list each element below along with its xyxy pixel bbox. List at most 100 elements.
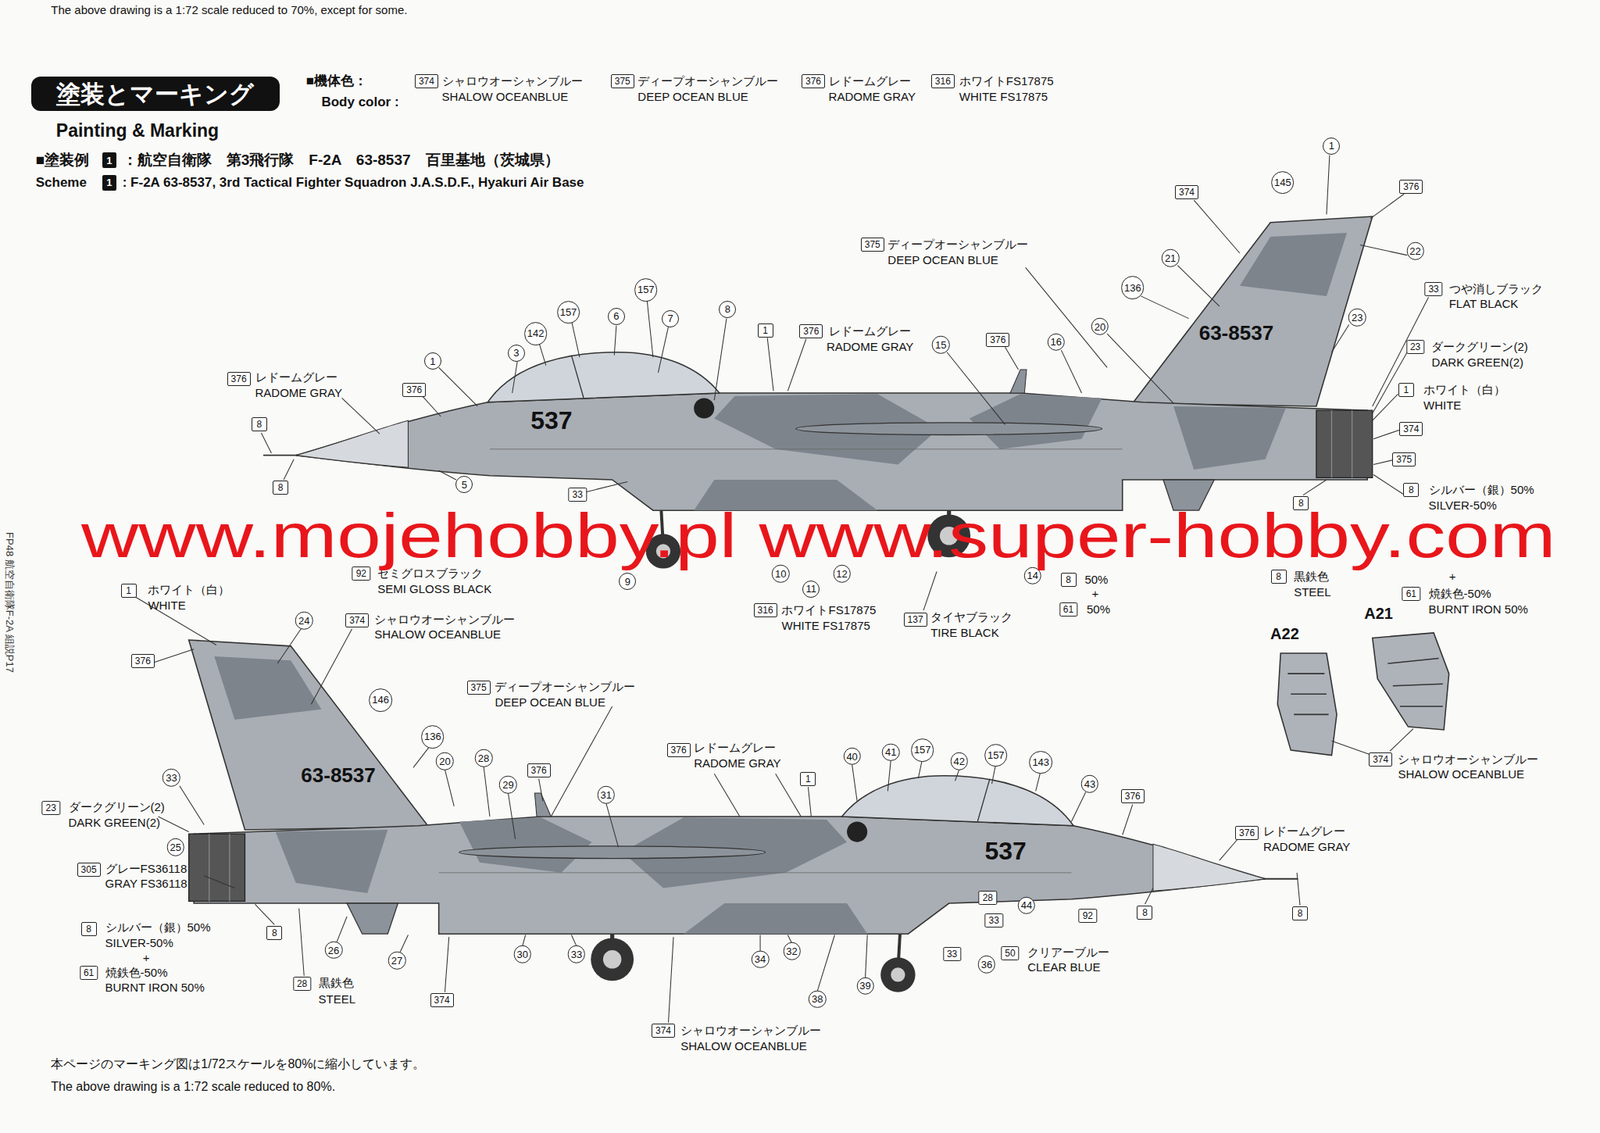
node-text: 50: [1004, 948, 1015, 958]
node-text: 316: [935, 76, 951, 86]
callout-number: 33: [567, 945, 586, 963]
callout-number: 43: [1081, 775, 1099, 793]
node-text: 34: [754, 953, 766, 965]
node-text: 8: [725, 303, 731, 315]
callout-number: 21: [1161, 249, 1179, 267]
part-label: A22: [1270, 625, 1300, 643]
node-text: 38: [811, 993, 823, 1004]
node-text: 44: [1021, 900, 1033, 911]
color-label: RADOME GRAY: [828, 89, 916, 104]
node-text: 146: [371, 694, 390, 705]
paint-code-box: 374: [651, 1023, 675, 1038]
color-label: SHALOW OCEANBLUE: [1397, 767, 1525, 782]
paint-code-box: 92: [1078, 908, 1097, 923]
color-label: 50%: [1084, 572, 1108, 586]
node-text: 23: [1351, 312, 1363, 323]
paint-code-box: 376: [402, 382, 426, 397]
node-text: 33: [572, 489, 583, 500]
callout-number: 157: [984, 743, 1008, 768]
node-text: 8: [1142, 907, 1148, 918]
color-label: クリアーブルー: [1027, 945, 1110, 959]
callout-number: 20: [435, 752, 454, 770]
node-text: 374: [418, 76, 435, 86]
node-text: 375: [1396, 454, 1412, 465]
callout-number: 44: [1017, 896, 1036, 914]
node-text: 92: [1082, 910, 1093, 921]
node-text: 376: [1403, 182, 1419, 192]
color-label: ホワイト（白）: [1423, 382, 1506, 397]
color-label: ホワイトFS17875: [959, 75, 1054, 89]
paint-code-box: 376: [799, 324, 823, 339]
callout-number: 7: [661, 310, 679, 328]
color-label: 黒鉄色: [1293, 569, 1329, 583]
paint-code-box: 374: [1175, 185, 1199, 200]
color-label: WHITE: [147, 598, 186, 612]
node-text: 11: [806, 583, 818, 594]
node-text: 376: [231, 374, 247, 384]
color-label: GRAY FS36118: [105, 876, 188, 890]
color-label: レドームグレー: [828, 325, 911, 339]
callout-number: 41: [882, 742, 900, 761]
node-text: 8: [85, 924, 92, 934]
color-label: 50%: [1086, 602, 1111, 616]
scheme-line: : F-2A 63-8537, 3rd Tactical Fighter Squ…: [122, 175, 585, 191]
color-label: RADOME GRAY: [826, 339, 914, 354]
paint-code-box: 1: [1398, 382, 1415, 397]
paint-code-box: 1: [757, 323, 774, 338]
color-label: 焼鉄色-50%: [1428, 587, 1492, 601]
color-label: FLAT BLACK: [1449, 297, 1519, 311]
color-label: BURNT IRON 50%: [1428, 602, 1529, 616]
color-label: SILVER-50%: [105, 935, 174, 950]
paint-code-box: 374: [1399, 421, 1423, 436]
callout-number: 142: [524, 321, 548, 346]
scheme-line: Scheme: [35, 175, 87, 191]
node-text: 136: [1124, 282, 1142, 293]
node-text: 27: [391, 955, 403, 966]
paint-code-box: 376: [985, 332, 1010, 347]
paint-code-box: 8: [272, 480, 289, 495]
color-label: つや消しブラック: [1449, 282, 1543, 296]
node-text: 8: [1408, 485, 1415, 495]
paint-code-box: 61: [79, 965, 98, 980]
title-badge: 塗装とマーキング: [31, 76, 280, 111]
node-text: 376: [989, 335, 1006, 345]
callout-number: 29: [499, 775, 517, 793]
color-label: レドームグレー: [693, 741, 776, 755]
callout-number: 40: [842, 747, 861, 765]
node-text: 374: [1178, 187, 1195, 197]
paint-code-box: 8: [1271, 569, 1287, 584]
color-label: ディープオーシャンブルー: [494, 679, 636, 693]
color-label: +: [1449, 569, 1457, 583]
paint-code-box: 376: [131, 653, 155, 668]
color-label: DEEP OCEAN BLUE: [494, 695, 605, 709]
node-text: 22: [1409, 246, 1421, 257]
paint-code-box: 374: [430, 992, 454, 1008]
color-label: ディープオーシャンブルー: [887, 238, 1029, 252]
node-text: 376: [1239, 828, 1255, 838]
callout-number: 20: [1091, 317, 1109, 336]
watermark: www.mojehobby.pl www.super-hobby.com: [81, 500, 1556, 572]
callout-number: 143: [1028, 750, 1053, 775]
paint-code-box: 375: [610, 74, 635, 89]
node-text: 137: [907, 614, 924, 625]
serial-number: 63-8537: [1199, 321, 1274, 346]
callout-number: 11: [802, 580, 820, 598]
callout-number: 24: [295, 611, 313, 629]
node-text: 376: [671, 745, 687, 755]
node-text: 21: [1164, 253, 1176, 264]
part-label: A21: [1364, 603, 1393, 622]
color-label: シャロウオーシャンブルー: [680, 1024, 822, 1038]
callout-number: 15: [932, 335, 950, 354]
scheme-line: ：航空自衛隊 第3飛行隊 F-2A 63-8537 百里基地（茨城県）: [122, 151, 560, 169]
paint-code-box: 33: [984, 913, 1003, 928]
body-color-heading: Body color :: [321, 94, 399, 111]
node-text: 塗装とマーキング: [56, 82, 254, 107]
color-label: タイヤブラック: [930, 610, 1013, 625]
node-text: 143: [1032, 757, 1050, 768]
color-label: SHALOW OCEANBLUE: [374, 628, 501, 642]
color-label: CLEAR BLUE: [1027, 960, 1100, 975]
node-text: 376: [805, 76, 822, 86]
paint-code-box: 33: [568, 487, 587, 502]
node-text: 28: [982, 892, 993, 903]
node-text: 376: [531, 765, 547, 775]
